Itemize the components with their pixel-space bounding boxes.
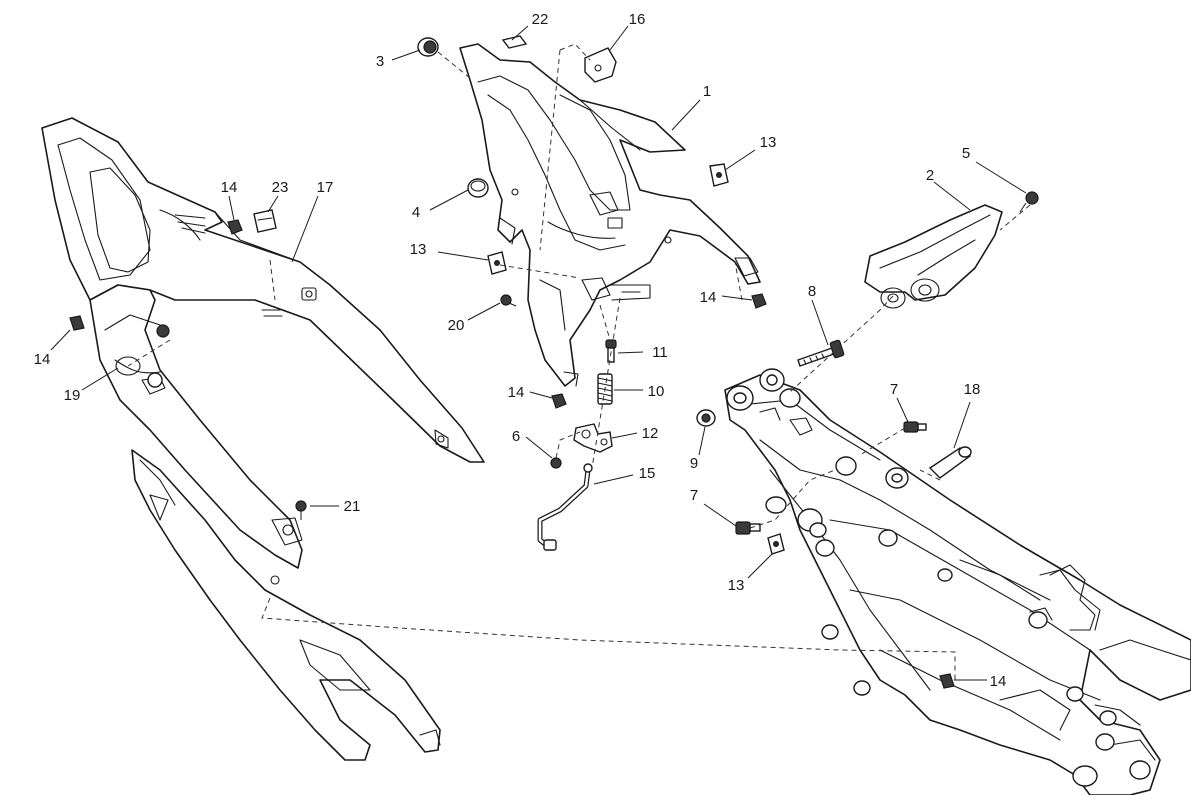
clip-23 [253, 209, 277, 233]
callout-3: 3 [376, 53, 384, 70]
callout-20: 20 [448, 317, 465, 334]
callout-18: 18 [964, 381, 981, 398]
rubber-bush-4 [467, 178, 489, 198]
screw-6 [550, 457, 562, 469]
callout-4: 4 [412, 204, 420, 221]
nut-14-d [551, 393, 567, 409]
callout-23: 23 [272, 179, 289, 196]
callout-10: 10 [648, 383, 665, 400]
pin-18 [928, 446, 972, 479]
screw-5 [1019, 191, 1039, 213]
nut-14-c [69, 315, 85, 331]
leader-lines [50, 25, 1027, 681]
callout-17: 17 [317, 179, 334, 196]
callout-labels: 22 16 3 1 13 5 2 14 23 17 4 13 14 8 20 1… [34, 11, 1007, 690]
callout-13-top: 13 [760, 134, 777, 151]
grab-handle [864, 204, 1003, 309]
lower-long-plate [131, 449, 441, 761]
callout-2: 2 [926, 167, 934, 184]
callout-14-left-top: 14 [221, 179, 238, 196]
callout-22: 22 [532, 11, 549, 28]
bolt-7-b [735, 496, 787, 535]
nut-14-a [227, 219, 243, 235]
grommet-3 [417, 37, 439, 57]
callout-15: 15 [639, 465, 656, 482]
bolt-7-a [903, 421, 927, 433]
callout-19: 19 [64, 387, 81, 404]
callout-13-bottom: 13 [728, 577, 745, 594]
callout-1: 1 [703, 83, 711, 100]
bolt-11 [605, 339, 617, 363]
callout-14-center: 14 [508, 384, 525, 401]
assembly-lines [127, 43, 1031, 680]
callout-6: 6 [512, 428, 520, 445]
callout-16: 16 [629, 11, 646, 28]
callout-12: 12 [642, 425, 659, 442]
screw-20 [500, 294, 517, 307]
washer-9 [696, 409, 716, 427]
release-cable-15 [537, 463, 593, 551]
callout-14-handle: 14 [700, 289, 717, 306]
clip-nut-13-a [709, 163, 729, 187]
screw-21 [295, 500, 307, 520]
callout-11: 11 [652, 344, 668, 361]
callout-14-frame: 14 [990, 673, 1007, 690]
central-tail-unit [459, 43, 761, 387]
callout-14-left: 14 [34, 351, 51, 368]
nut-14-e [939, 673, 955, 689]
callout-13-mid: 13 [410, 241, 427, 258]
callout-7-bottom: 7 [690, 487, 698, 504]
callout-9: 9 [690, 455, 698, 472]
clip-nut-13-b [487, 251, 507, 275]
grommet-19 [147, 324, 170, 388]
callout-7-top: 7 [890, 381, 898, 398]
lower-tail-panel [89, 284, 303, 569]
nut-14-b [751, 293, 767, 309]
callout-5: 5 [962, 145, 970, 162]
clip-nut-13-c [767, 533, 785, 555]
callout-8: 8 [808, 283, 816, 300]
bracket-16 [584, 47, 617, 83]
callout-21: 21 [344, 498, 361, 515]
rear-subframe [724, 368, 1191, 795]
long-bolt-8 [797, 339, 845, 367]
bracket-12 [573, 423, 613, 453]
